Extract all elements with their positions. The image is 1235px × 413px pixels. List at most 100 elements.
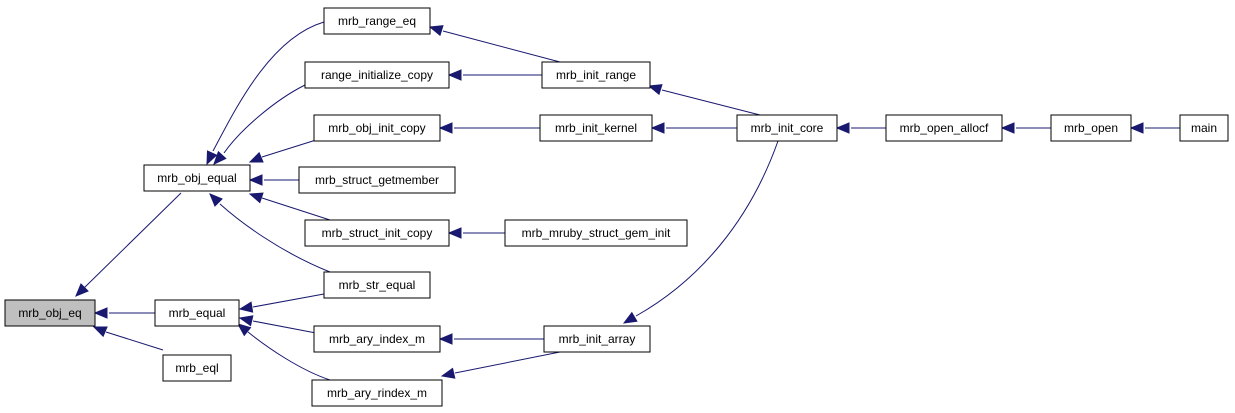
node-box[interactable]	[311, 379, 443, 407]
node-box[interactable]	[304, 219, 450, 247]
node-mrb-open[interactable]: mrb_open	[1050, 114, 1132, 142]
node-box[interactable]	[1050, 114, 1132, 142]
node-main[interactable]: main	[1179, 114, 1229, 142]
edge-mrb_str_equal-to-mrb_equal	[238, 293, 325, 313]
arrowhead	[93, 307, 108, 319]
arrowhead	[238, 315, 254, 327]
arrowhead	[248, 192, 264, 204]
node-box[interactable]	[304, 61, 450, 89]
edge-line	[454, 351, 561, 374]
arrowhead	[1129, 122, 1144, 134]
node-label: mrb_init_array	[559, 332, 636, 346]
edge-mrb_init_core-to-mrb_init_array	[622, 140, 779, 324]
node-box[interactable]	[1179, 114, 1229, 142]
arrowhead	[206, 150, 218, 166]
edge-line	[261, 197, 331, 221]
edge-line	[252, 293, 325, 308]
node-box[interactable]	[541, 61, 651, 89]
node-label: mrb_obj_equal	[157, 171, 236, 185]
arrowhead	[438, 122, 453, 134]
node-mrb-obj-init-copy[interactable]: mrb_obj_init_copy	[313, 114, 441, 142]
node-box[interactable]	[323, 7, 431, 35]
node-box[interactable]	[885, 114, 1003, 142]
edge-mrb_mruby_struct_gem_init-to-mrb_struct_init_copy	[447, 227, 505, 239]
arrowhead	[650, 122, 665, 134]
edge-line	[635, 140, 779, 317]
edge-mrb_str_equal-to-mrb_obj_equal	[209, 193, 331, 273]
node-box[interactable]	[162, 354, 232, 382]
node-label: mrb_equal	[169, 306, 226, 320]
edge-mrb_init_array-to-mrb_ary_index_m	[438, 333, 544, 345]
arrowhead	[75, 283, 89, 297]
node-label: mrb_str_equal	[339, 278, 416, 292]
node-mrb-equal[interactable]: mrb_equal	[154, 299, 240, 327]
node-box[interactable]	[504, 219, 688, 247]
node-box[interactable]	[323, 271, 431, 299]
node-box[interactable]	[543, 325, 651, 353]
nodes-layer: mrb_obj_eqmrb_obj_equalmrb_equalmrb_eqlm…	[4, 7, 1229, 407]
edge-mrb_obj_init_copy-to-mrb_obj_equal	[248, 139, 317, 163]
node-mrb-obj-eq[interactable]: mrb_obj_eq	[4, 299, 96, 327]
node-box[interactable]	[539, 114, 653, 142]
edge-line	[442, 30, 561, 63]
edge-line	[212, 21, 325, 152]
edge-mrb_init_core-to-mrb_init_range	[647, 84, 761, 116]
node-mrb-init-range[interactable]: mrb_init_range	[541, 61, 651, 89]
edge-mrb_init_kernel-to-mrb_obj_init_copy	[438, 122, 540, 134]
edge-line	[252, 320, 317, 334]
edge-mrb_struct_getmember-to-mrb_obj_equal	[248, 174, 299, 186]
edge-mrb_init_array-to-mrb_ary_rindex_m	[440, 351, 561, 379]
edge-mrb_eql-to-mrb_obj_eq	[92, 326, 164, 351]
edge-line	[219, 203, 331, 273]
node-mrb-struct-getmember[interactable]: mrb_struct_getmember	[298, 166, 456, 194]
edges-layer	[75, 21, 1180, 381]
node-label: range_initialize_copy	[321, 68, 433, 82]
node-box[interactable]	[736, 114, 838, 142]
node-mrb-str-equal[interactable]: mrb_str_equal	[323, 271, 431, 299]
node-mrb-init-kernel[interactable]: mrb_init_kernel	[539, 114, 653, 142]
node-label: mrb_open	[1064, 121, 1118, 135]
edge-mrb_open_allocf-to-mrb_init_core	[835, 122, 886, 134]
node-range-initialize-copy[interactable]: range_initialize_copy	[304, 61, 450, 89]
edge-mrb_init_core-to-mrb_init_kernel	[650, 122, 737, 134]
arrowhead	[428, 25, 444, 37]
node-mrb-obj-equal[interactable]: mrb_obj_equal	[143, 164, 251, 192]
arrowhead	[647, 84, 663, 96]
arrowhead	[213, 150, 227, 165]
node-mrb-init-array[interactable]: mrb_init_array	[543, 325, 651, 353]
node-box[interactable]	[154, 299, 240, 327]
node-mrb-ary-rindex-m[interactable]: mrb_ary_rindex_m	[311, 379, 443, 407]
arrowhead	[248, 174, 263, 186]
arrowhead	[238, 301, 254, 313]
edge-line	[223, 84, 306, 154]
node-box[interactable]	[298, 166, 456, 194]
edge-mrb_ary_rindex_m-to-mrb_equal	[236, 323, 331, 381]
node-mrb-mruby-struct-gem-init[interactable]: mrb_mruby_struct_gem_init	[504, 219, 688, 247]
edge-line	[261, 139, 317, 158]
node-box[interactable]	[4, 299, 96, 327]
arrowhead	[209, 193, 223, 207]
node-mrb-eql[interactable]: mrb_eql	[162, 354, 232, 382]
node-box[interactable]	[313, 325, 441, 353]
node-label: mrb_ary_index_m	[329, 332, 425, 346]
node-label: mrb_init_range	[556, 68, 636, 82]
edge-mrb_struct_init_copy-to-mrb_obj_equal	[248, 192, 331, 221]
arrowhead	[447, 227, 462, 239]
node-mrb-open-allocf[interactable]: mrb_open_allocf	[885, 114, 1003, 142]
node-mrb-ary-index-m[interactable]: mrb_ary_index_m	[313, 325, 441, 353]
arrowhead	[92, 326, 108, 338]
node-mrb-struct-init-copy[interactable]: mrb_struct_init_copy	[304, 219, 450, 247]
edge-mrb_open-to-mrb_open_allocf	[1000, 122, 1051, 134]
node-box[interactable]	[313, 114, 441, 142]
arrowhead	[236, 323, 252, 337]
arrowhead	[835, 122, 850, 134]
edge-line	[105, 331, 164, 351]
node-mrb-init-core[interactable]: mrb_init_core	[736, 114, 838, 142]
node-label: mrb_struct_init_copy	[322, 226, 433, 240]
node-label: mrb_open_allocf	[900, 121, 989, 135]
node-label: mrb_obj_init_copy	[328, 121, 425, 135]
arrowhead	[1000, 122, 1015, 134]
edge-mrb_init_range-to-mrb_range_eq	[428, 25, 561, 63]
node-mrb-range-eq[interactable]: mrb_range_eq	[323, 7, 431, 35]
node-box[interactable]	[143, 164, 251, 192]
